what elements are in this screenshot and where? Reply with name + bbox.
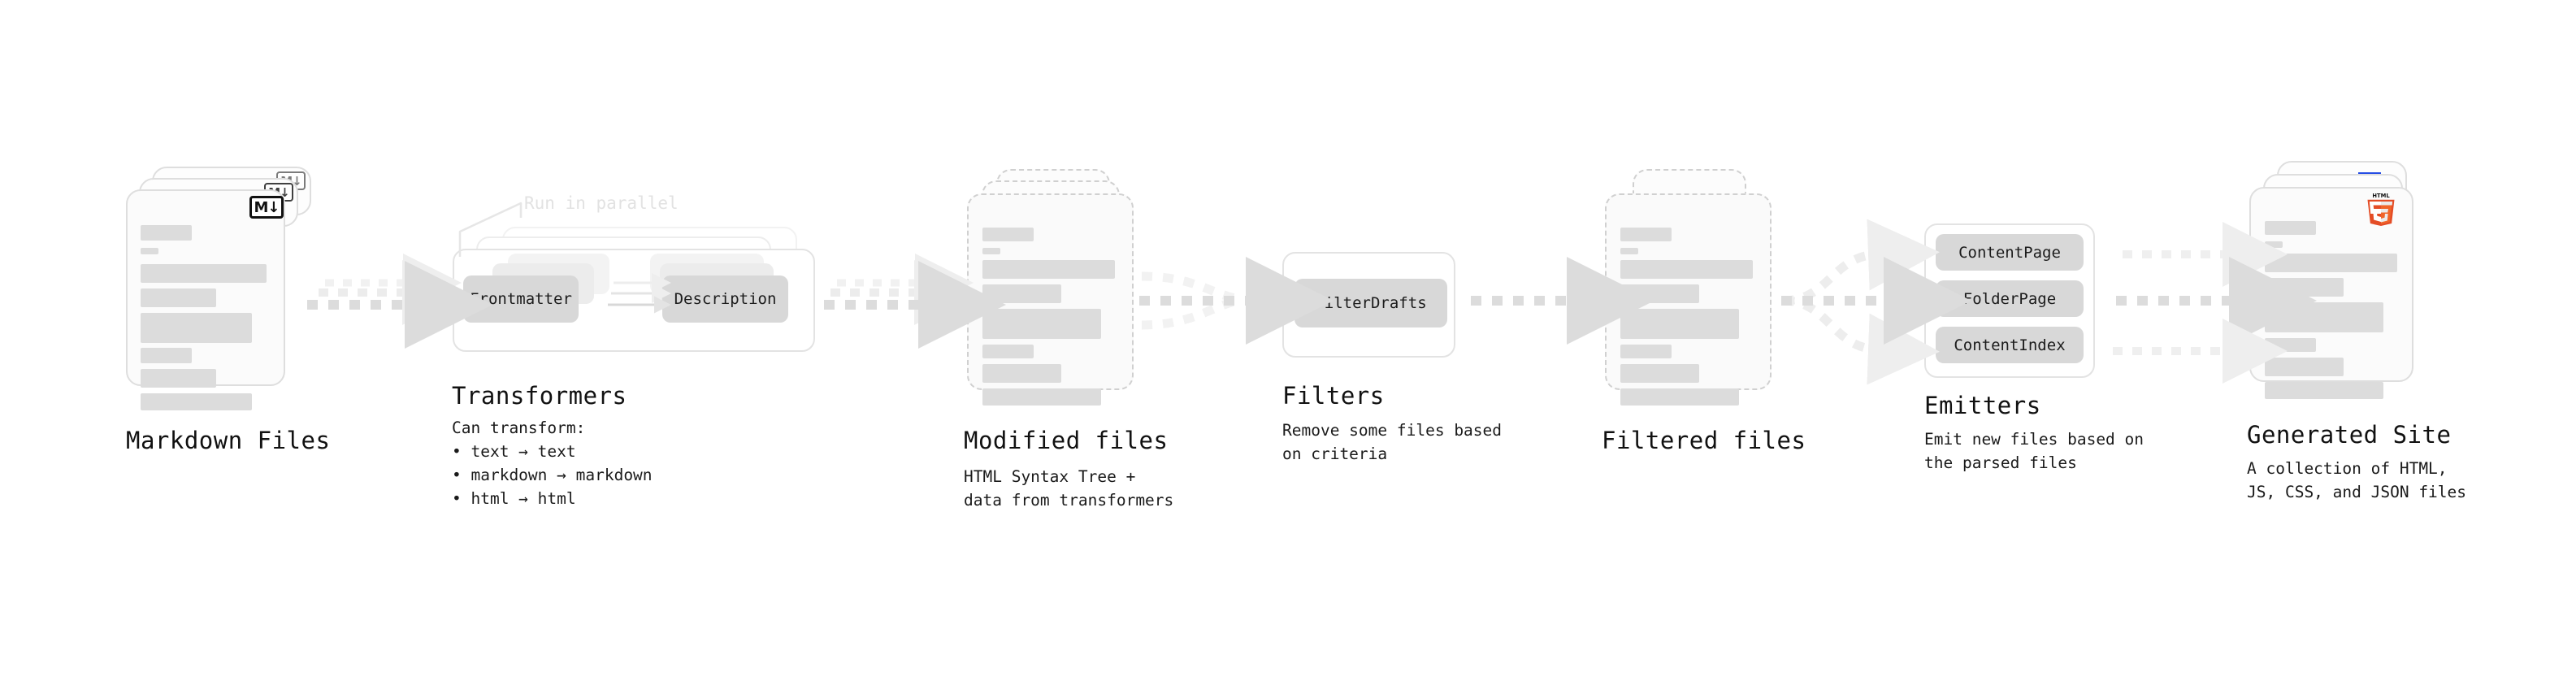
emitters-desc-line-1: the parsed files — [1924, 453, 2077, 472]
skeleton-bar — [982, 228, 1034, 241]
emitter-chip-contentpage-label: ContentPage — [1958, 243, 2061, 262]
skeleton-bar — [2265, 254, 2397, 272]
transformers-desc-line-3: • html → html — [452, 489, 576, 508]
filter-chip-filterdrafts[interactable]: FilterDrafts — [1295, 279, 1447, 327]
skeleton-bar — [1620, 260, 1753, 279]
filters-desc-line-1: on criteria — [1282, 445, 1388, 463]
emitter-chip-contentpage[interactable]: ContentPage — [1936, 234, 2084, 271]
modified-files-description: HTML Syntax Tree + data from transformer… — [964, 465, 1173, 512]
skeleton-bar — [141, 264, 267, 283]
skeleton-bar — [1620, 309, 1739, 339]
skeleton-bar — [141, 248, 158, 254]
skeleton-bar — [2265, 221, 2316, 235]
transformers-desc-line-2: • markdown → markdown — [452, 466, 653, 484]
transformers-group: Run in parallel Frontmatter Description — [439, 193, 829, 356]
emitter-chip-folderpage-label: FolderPage — [1962, 289, 2057, 308]
skeleton-bar — [1620, 248, 1638, 254]
markdown-badge-arrow-front: ↓ — [267, 198, 280, 216]
generated-site-stack: CSS HTML — [2249, 161, 2444, 399]
html5-icon: HTML — [2365, 192, 2397, 226]
skeleton-bar — [982, 345, 1034, 358]
emitter-chip-folderpage[interactable]: FolderPage — [1936, 280, 2084, 317]
filtered-files-caption: Filtered files — [1602, 427, 1806, 454]
filters-description: Remove some files based on criteria — [1282, 419, 1502, 466]
emitters-caption: Emitters — [1924, 392, 2041, 419]
skeleton-bar — [2265, 302, 2383, 332]
skeleton-bar — [982, 388, 1101, 406]
emitters-desc-line-0: Emit new files based on — [1924, 430, 2144, 449]
filter-chip-filterdrafts-label: FilterDrafts — [1315, 294, 1427, 312]
skeleton-bar — [141, 348, 192, 363]
transformer-chip-frontmatter[interactable]: Frontmatter — [463, 275, 579, 323]
transformers-description: Can transform: • text → text • markdown … — [452, 416, 653, 510]
skeleton-bar — [2265, 241, 2283, 248]
connector-modified-to-filters — [1139, 257, 1334, 345]
transformer-chip-description-label: Description — [674, 290, 777, 308]
generated-site-description: A collection of HTML, JS, CSS, and JSON … — [2247, 457, 2466, 504]
emitters-group: ContentPage FolderPage ContentIndex — [1924, 223, 2111, 386]
skeleton-bar — [982, 284, 1061, 303]
connector-emitters-to-generated — [2113, 222, 2317, 384]
skeleton-bar — [982, 309, 1101, 339]
markdown-files-stack: M↓ M↓ M↓ — [126, 167, 313, 410]
markdown-badge-letter-front: M — [254, 198, 268, 216]
generated-desc-line-1: JS, CSS, and JSON files — [2247, 483, 2467, 501]
skeleton-bar — [1620, 364, 1699, 383]
run-in-parallel-label: Run in parallel — [524, 193, 679, 213]
skeleton-bar — [2265, 358, 2344, 376]
filters-desc-line-0: Remove some files based — [1282, 421, 1503, 440]
skeleton-bar — [2265, 338, 2316, 352]
skeleton-bar — [982, 248, 1000, 254]
modified-files-stack — [967, 169, 1154, 406]
skeleton-bar — [1620, 388, 1739, 406]
filters-caption: Filters — [1282, 382, 1385, 410]
transformers-desc-line-1: • text → text — [452, 442, 576, 461]
modified-desc-line-0: HTML Syntax Tree + — [964, 467, 1136, 486]
skeleton-bar — [141, 369, 216, 388]
svg-text:HTML: HTML — [2372, 193, 2390, 199]
skeleton-bar — [1620, 228, 1672, 241]
transformer-chip-description[interactable]: Description — [662, 275, 788, 323]
skeleton-bar — [141, 225, 192, 241]
skeleton-bar — [1620, 284, 1699, 303]
skeleton-bar — [1620, 345, 1672, 358]
filtered-files-stack — [1605, 169, 1792, 406]
generated-desc-line-0: A collection of HTML, — [2247, 459, 2448, 478]
transformer-chip-frontmatter-label: Frontmatter — [470, 290, 572, 308]
modified-files-caption: Modified files — [964, 427, 1169, 454]
connector-filtered-to-emitters — [1781, 219, 1971, 385]
markdown-card-front — [126, 189, 285, 386]
skeleton-bar — [982, 260, 1115, 279]
skeleton-bar — [141, 393, 252, 410]
markdown-badge-front: M↓ — [249, 196, 284, 219]
connector-markdown-to-transformers — [307, 254, 492, 349]
emitter-chip-contentindex-label: ContentIndex — [1954, 336, 2066, 354]
filters-group: FilterDrafts — [1282, 252, 1461, 366]
transformers-caption: Transformers — [452, 382, 627, 410]
skeleton-bar — [2265, 382, 2383, 399]
markdown-files-caption: Markdown Files — [126, 427, 331, 454]
connector-transformers-to-modified — [824, 254, 1006, 349]
emitters-description: Emit new files based on the parsed files — [1924, 427, 2144, 475]
generated-site-caption: Generated Site — [2247, 421, 2452, 449]
skeleton-bar — [982, 364, 1061, 383]
emitter-chip-contentindex[interactable]: ContentIndex — [1936, 327, 2084, 363]
skeleton-bar — [141, 313, 252, 343]
skeleton-bar — [141, 288, 216, 307]
skeleton-bar — [2265, 278, 2344, 297]
transformers-desc-line-0: Can transform: — [452, 419, 586, 437]
modified-desc-line-1: data from transformers — [964, 491, 1174, 510]
